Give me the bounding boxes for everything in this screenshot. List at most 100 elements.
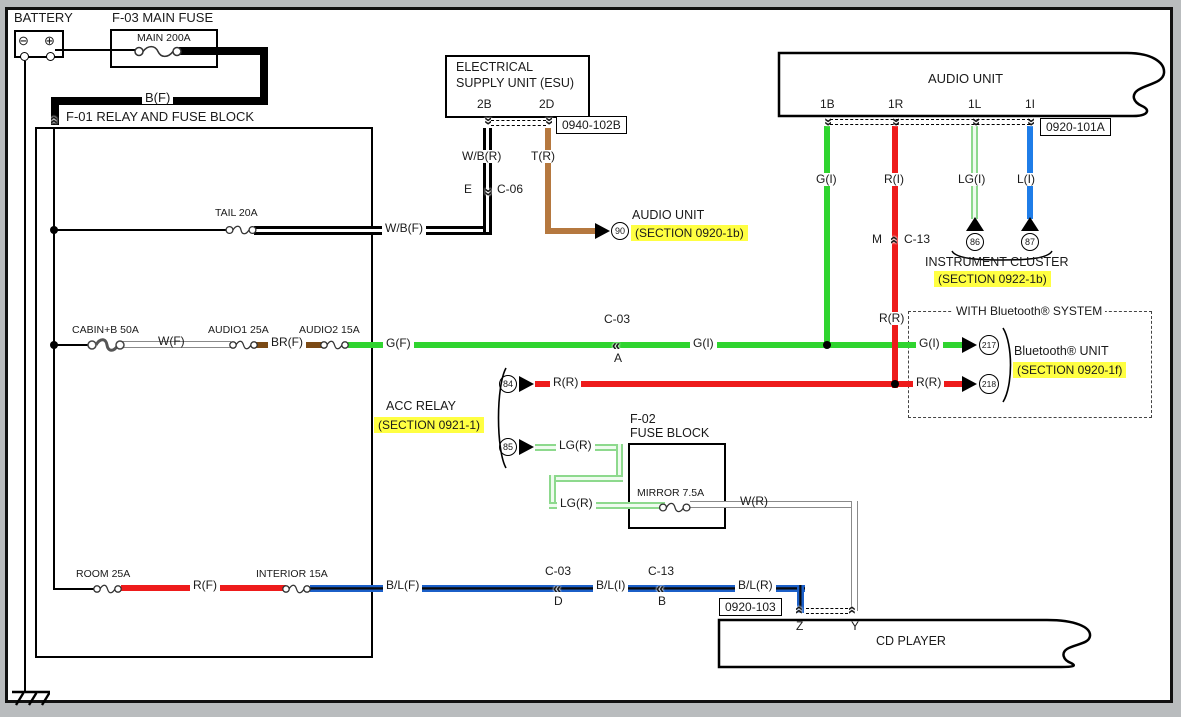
mirror-fuse-icon: [658, 500, 691, 515]
c13-b-connector-icon: «: [655, 579, 665, 597]
wire-gi-vertical: [824, 126, 830, 346]
bluetooth-system-title: WITH Bluetooth® SYSTEM: [953, 305, 1106, 318]
arrow-right-icon: [962, 376, 977, 392]
wire-wbr: [483, 128, 492, 232]
wire-label-li: L(I): [1014, 173, 1038, 186]
wire-label-rr-3: R(R): [913, 376, 945, 389]
interior-fuse-label: INTERIOR 15A: [256, 568, 328, 580]
wire-wr-h: [690, 501, 858, 508]
arrow-right-icon: [519, 439, 534, 455]
wire-bf-seg2: [260, 47, 268, 105]
audio-connector-dashed-line: [830, 119, 1030, 125]
bluetooth-unit-name: Bluetooth® UNIT: [1014, 344, 1109, 358]
junction-dot: [891, 380, 899, 388]
wire-label-lgr-1: LG(R): [556, 439, 595, 452]
wire-label-ri: R(I): [881, 173, 907, 186]
junction-dot: [50, 341, 58, 349]
wire-label-bf: B(F): [142, 91, 174, 104]
ground-icon: [8, 688, 50, 708]
f01-entry-connector-icon: «: [46, 115, 64, 125]
wire-label-lgr-2: LG(R): [557, 497, 596, 510]
arrow-up-icon: [1021, 217, 1039, 231]
wire-label-gf: G(F): [383, 337, 414, 350]
cluster-section: (SECTION 0922-1b): [934, 271, 1051, 287]
cd-player-title: CD PLAYER: [876, 634, 946, 648]
wire-blr-vertical: [797, 585, 804, 613]
cabin-fusible-link-icon: [87, 337, 125, 353]
circle-ref-90: 90: [611, 222, 629, 240]
room-fuse-icon: [93, 582, 122, 596]
audio-pin-1l: 1L: [968, 97, 982, 111]
audio2-fuse-label: AUDIO2 15A: [299, 324, 360, 336]
battery-terminal-pos: [46, 52, 55, 61]
wire-label-gi-2: G(I): [813, 173, 840, 186]
cabin-fuse-label: CABIN+B 50A: [72, 324, 139, 336]
relay-fuse-block-box: [35, 127, 373, 658]
c13-b-pin-label: B: [658, 594, 667, 608]
audio-connector-code: 0920-101A: [1040, 118, 1111, 136]
wire-wr-v: [851, 501, 858, 611]
bluetooth-unit-bracket: [1001, 326, 1015, 404]
main-fuse-title: F-03 MAIN FUSE: [112, 10, 214, 25]
audio1-fuse-icon: [229, 338, 258, 352]
room-fuse-label: ROOM 25A: [76, 568, 131, 580]
wire-label-blf: B/L(F): [383, 579, 423, 592]
wire-gf-gi-horizontal: [348, 342, 963, 348]
battery-title: BATTERY: [14, 10, 73, 25]
wire-ri-rr-vertical: [892, 126, 898, 388]
cd-pin-y: Y: [851, 619, 860, 633]
wire-bf-seg1: [179, 47, 268, 55]
circle-ref-217: 217: [979, 335, 999, 355]
wire-tr-v: [545, 128, 551, 234]
wire-lgr-seg3: [549, 475, 623, 482]
circle-ref-84: 84: [499, 375, 517, 393]
wire-lgr-seg4: [549, 475, 556, 509]
wire-label-wbf: W/B(F): [382, 222, 426, 235]
c03-d-code-label: C-03: [545, 564, 572, 578]
esu-pin-2d: 2D: [539, 97, 555, 111]
c03-a-pin-label: A: [614, 351, 623, 365]
wire-bl-horizontal: [310, 585, 805, 592]
wire-wbf: [254, 226, 492, 235]
wire-lgr-seg2: [616, 444, 623, 482]
battery-ground-line: [24, 61, 26, 691]
audio-unit-box: [777, 51, 1169, 119]
cd-pin-z: Z: [796, 619, 804, 633]
c06-pin-label: E: [464, 182, 473, 196]
wire-lgi-vertical: [971, 126, 978, 219]
bluetooth-unit-section: (SECTION 0920-1f): [1013, 362, 1127, 378]
wire-label-gi-3: G(I): [916, 337, 943, 350]
audio2-fuse-icon: [320, 338, 349, 352]
circle-ref-86: 86: [966, 233, 984, 251]
wire-label-blr: B/L(R): [735, 579, 776, 592]
esu-pin-2b: 2B: [477, 97, 492, 111]
wire-label-wr: W(R): [740, 494, 768, 508]
wire-label-wf: W(F): [158, 334, 185, 348]
cd-connector-code: 0920-103: [719, 598, 782, 616]
c06-connector-icon: «: [478, 187, 496, 197]
arrow-right-icon: [962, 337, 977, 353]
cd-player-box: [717, 618, 1113, 670]
esu-connector-code: 0940-102B: [556, 116, 627, 134]
wire-label-lgi: LG(I): [955, 173, 989, 186]
acc-relay-bracket: [494, 366, 508, 470]
wire-tr-h: [548, 228, 596, 234]
f02-title-line2: FUSE BLOCK: [630, 426, 710, 440]
c03-d-pin-label: D: [554, 594, 563, 608]
audio1-fuse-label: AUDIO1 25A: [208, 324, 269, 336]
wire-label-tr: T(R): [528, 150, 558, 163]
wire-label-brf: BR(F): [268, 336, 306, 349]
c13-b-code-label: C-13: [648, 564, 675, 578]
cd-connector-dashed-line: [806, 608, 848, 614]
wire-label-gi-1: G(I): [690, 337, 717, 350]
arrow-right-icon: [519, 376, 534, 392]
battery-box: [14, 30, 64, 58]
circle-ref-85: 85: [499, 438, 517, 456]
circle-ref-218: 218: [979, 374, 999, 394]
tail-feed-line: [55, 229, 227, 231]
audio-ref-name: AUDIO UNIT: [632, 208, 705, 222]
audio-ref-section: (SECTION 0920-1b): [631, 225, 748, 241]
arrow-right-icon: [595, 223, 610, 239]
wire-li-vertical: [1027, 126, 1033, 219]
